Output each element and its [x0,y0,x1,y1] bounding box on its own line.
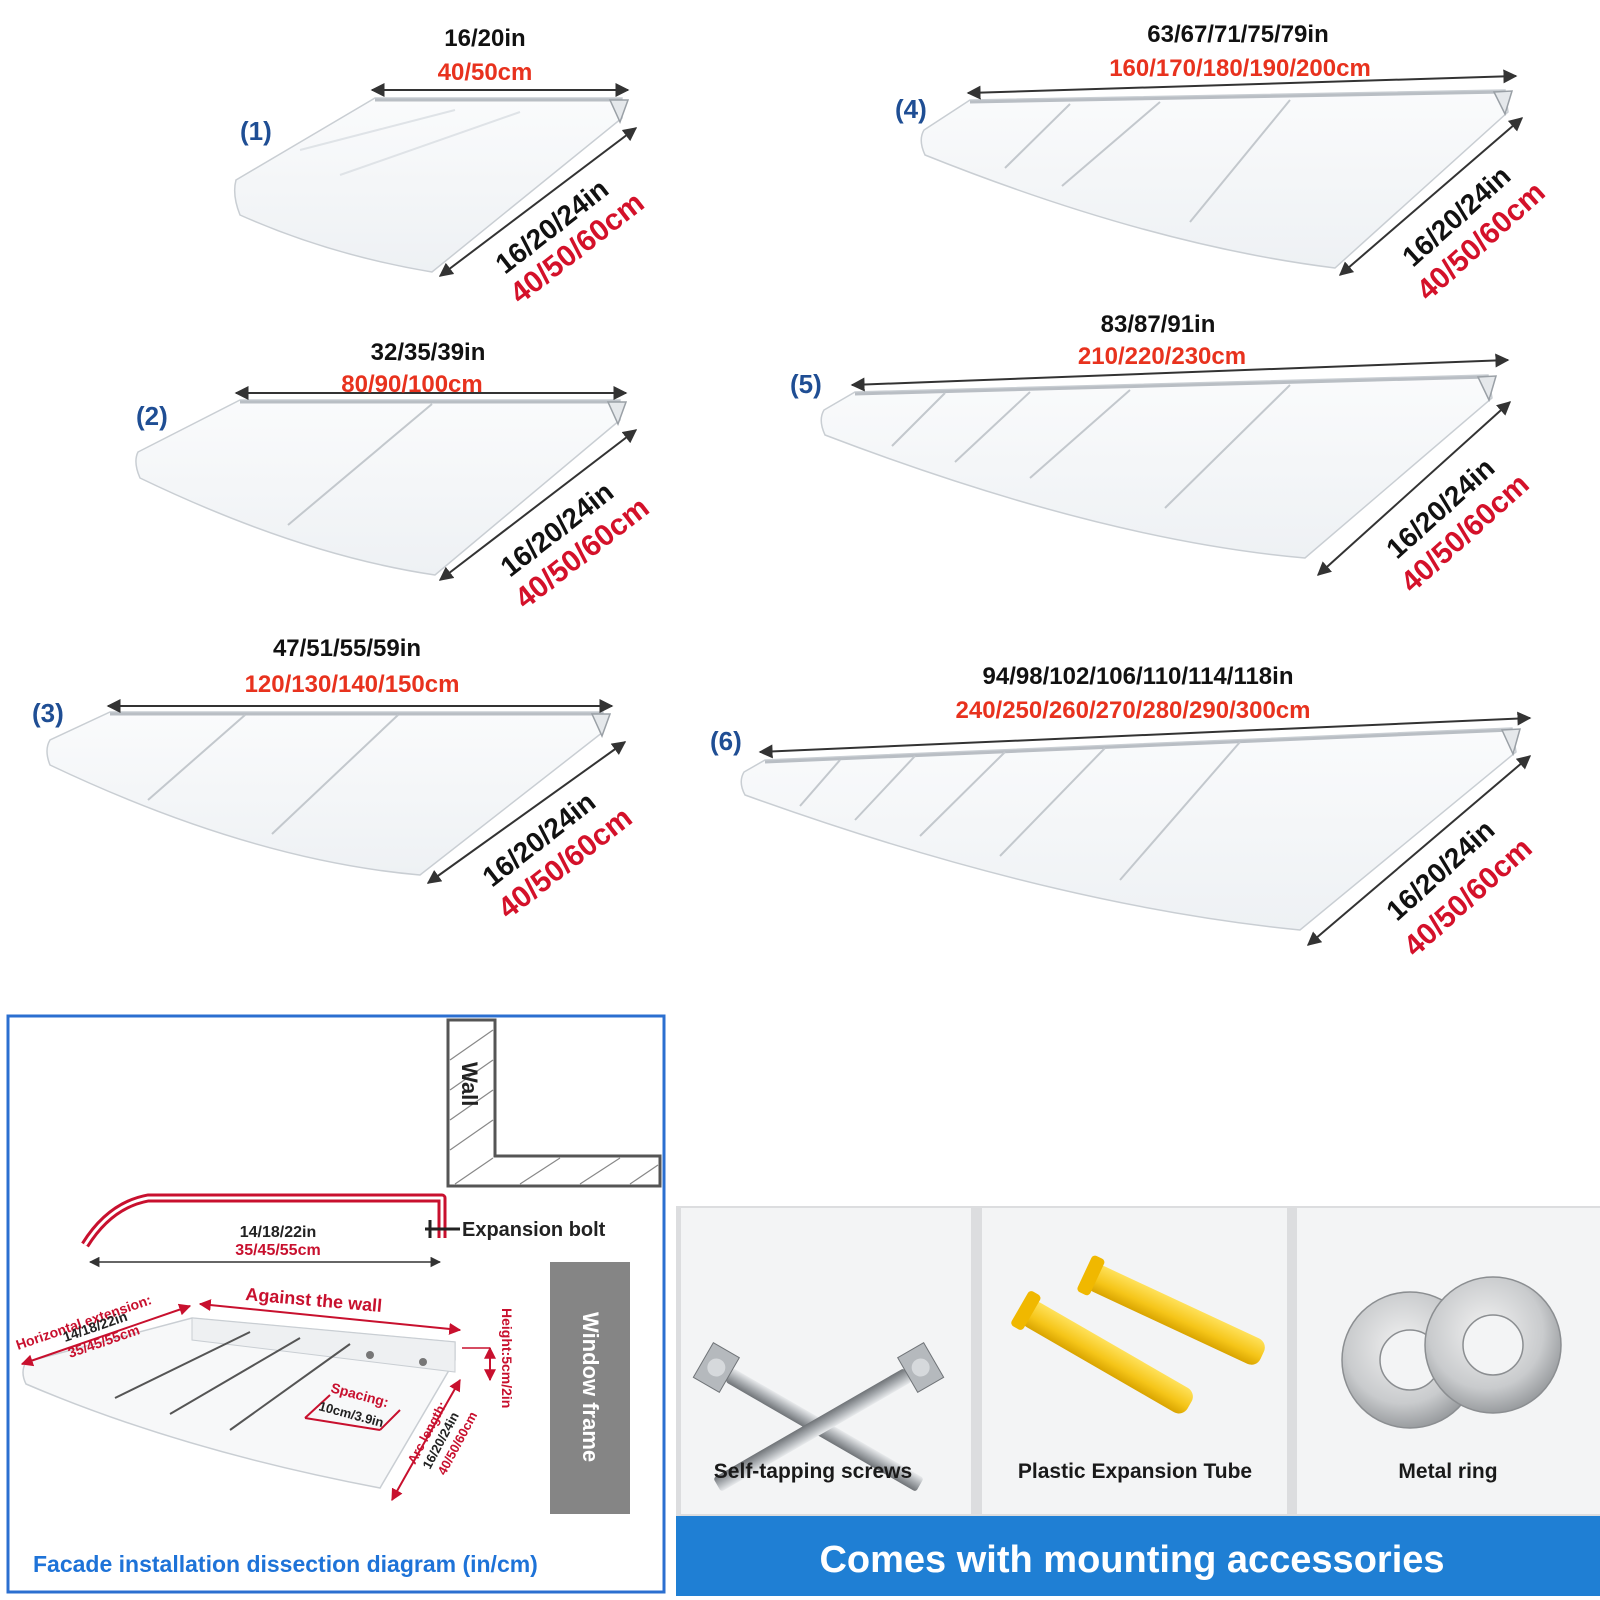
awning-seam [287,403,433,526]
width-inch-label: 16/20in [444,25,525,52]
awning-seam [854,755,916,821]
awning-seam [919,751,1006,837]
diagram-title: Facade installation dissection diagram (… [33,1551,538,1577]
accessory-label-washers: Metal ring [1398,1460,1497,1483]
awning-seam [1164,384,1291,509]
width-cm-label: 160/170/180/190/200cm [1109,55,1371,82]
projection-cm-label: 35/45/55cm [235,1242,320,1259]
awning-variant-5: (5) 83/87/91in 210/220/230cm 16/20/24in … [790,311,1536,599]
accessories-banner-text: Comes with mounting accessories [819,1539,1444,1581]
awning-variant-4: (4) 63/67/71/75/79in 160/170/180/190/200… [895,21,1552,307]
wall-section [446,1018,662,1188]
height-label: Height:5cm/2in [499,1308,515,1408]
awning-seam [1004,103,1071,169]
width-arrow [850,353,1510,392]
awning-seam [954,391,1031,463]
awning-variant-1: (1) 16/20in 40/50cm 16/20/24in 40/50/60c… [233,25,651,311]
awning-rib [229,1343,351,1431]
accessory-label-plugs: Plastic Expansion Tube [1018,1460,1252,1483]
awning-seam [1189,99,1291,223]
wall-hatching [449,1029,659,1185]
awning-seam [147,714,246,801]
depth-arrow [1316,401,1512,576]
mounting-hole [419,1358,427,1366]
variant-number: (2) [136,401,168,431]
variant-number: (6) [710,726,742,756]
mounting-hole [366,1351,374,1359]
window-frame-label: Window frame [578,1312,603,1462]
metal-ring-icon [1341,1276,1562,1429]
awning-end-bracket [590,713,612,738]
projection-inch-label: 14/18/22in [240,1224,317,1241]
width-cm-label: 40/50cm [438,59,533,86]
self-tapping-screw-icon [692,1341,945,1491]
awning-seam [271,714,399,835]
expansion-bolt-label: Expansion bolt [462,1219,606,1241]
accessory-card-plugs: Plastic Expansion Tube [982,1208,1287,1514]
variant-number: (3) [32,698,64,728]
depth-arrow [438,429,638,581]
awning-seam [1029,389,1131,479]
horizontal-extension-line [20,1303,192,1367]
awning-rib [299,109,456,151]
width-arrow [758,711,1532,759]
awning-variant-2: (2) 32/35/39in 80/90/100cm 16/20/24in 40… [135,339,656,616]
awning-variant-3: (3) 47/51/55/59in 120/130/140/150cm 16/2… [32,635,639,926]
awning-rib [169,1337,301,1415]
width-cm-label: 240/250/260/270/280/290/300cm [956,697,1311,724]
width-inch-label: 47/51/55/59in [273,635,421,662]
accessory-card-screws: Self-tapping screws [681,1208,971,1514]
installation-diagram: Wall Window frame Expansion bolt 14/18/2… [6,1014,666,1594]
arc-length-line [391,1378,461,1502]
width-inch-label: 83/87/91in [1101,311,1216,338]
accessory-card-washers: Metal ring [1297,1208,1600,1514]
wall-label: Wall [457,1062,482,1106]
plastic-expansion-tube-icon [1011,1255,1265,1414]
awning-profile-inner [83,1196,444,1246]
variant-number: (1) [240,116,272,146]
window-frame-block [550,1262,630,1514]
variant-number: (4) [895,94,927,124]
width-inch-label: 94/98/102/106/110/114/118in [983,663,1294,690]
awning-seam [891,392,946,447]
depth-arrow [426,741,627,884]
width-arrow [966,69,1518,100]
width-cm-label: 120/130/140/150cm [245,671,460,698]
depth-arrow [438,127,638,277]
depth-arrow [1306,755,1532,946]
awning-seam [999,747,1106,857]
awning-seam [1061,101,1161,187]
width-inch-label: 32/35/39in [371,339,486,366]
width-cm-label: 210/220/230cm [1078,343,1246,370]
awning-end-bracket [608,99,630,124]
width-cm-label: 80/90/100cm [341,371,482,398]
accessory-label-screws: Self-tapping screws [714,1460,912,1483]
awning-seam [799,759,841,807]
awning-variant-6: (6) 94/98/102/106/110/114/118in 240/250/… [710,663,1539,963]
accessories-banner [676,1516,1600,1596]
accessories-panel: Self-tapping screws Plastic Expansion Tu… [676,1206,1600,1596]
awning-rib [339,111,521,176]
depth-arrow [1338,117,1524,276]
awning-end-bracket [606,401,628,426]
against-wall-line [198,1299,462,1335]
variant-number: (5) [790,369,822,399]
width-inch-label: 63/67/71/75/79in [1147,21,1328,48]
awning-seam [1119,741,1241,881]
